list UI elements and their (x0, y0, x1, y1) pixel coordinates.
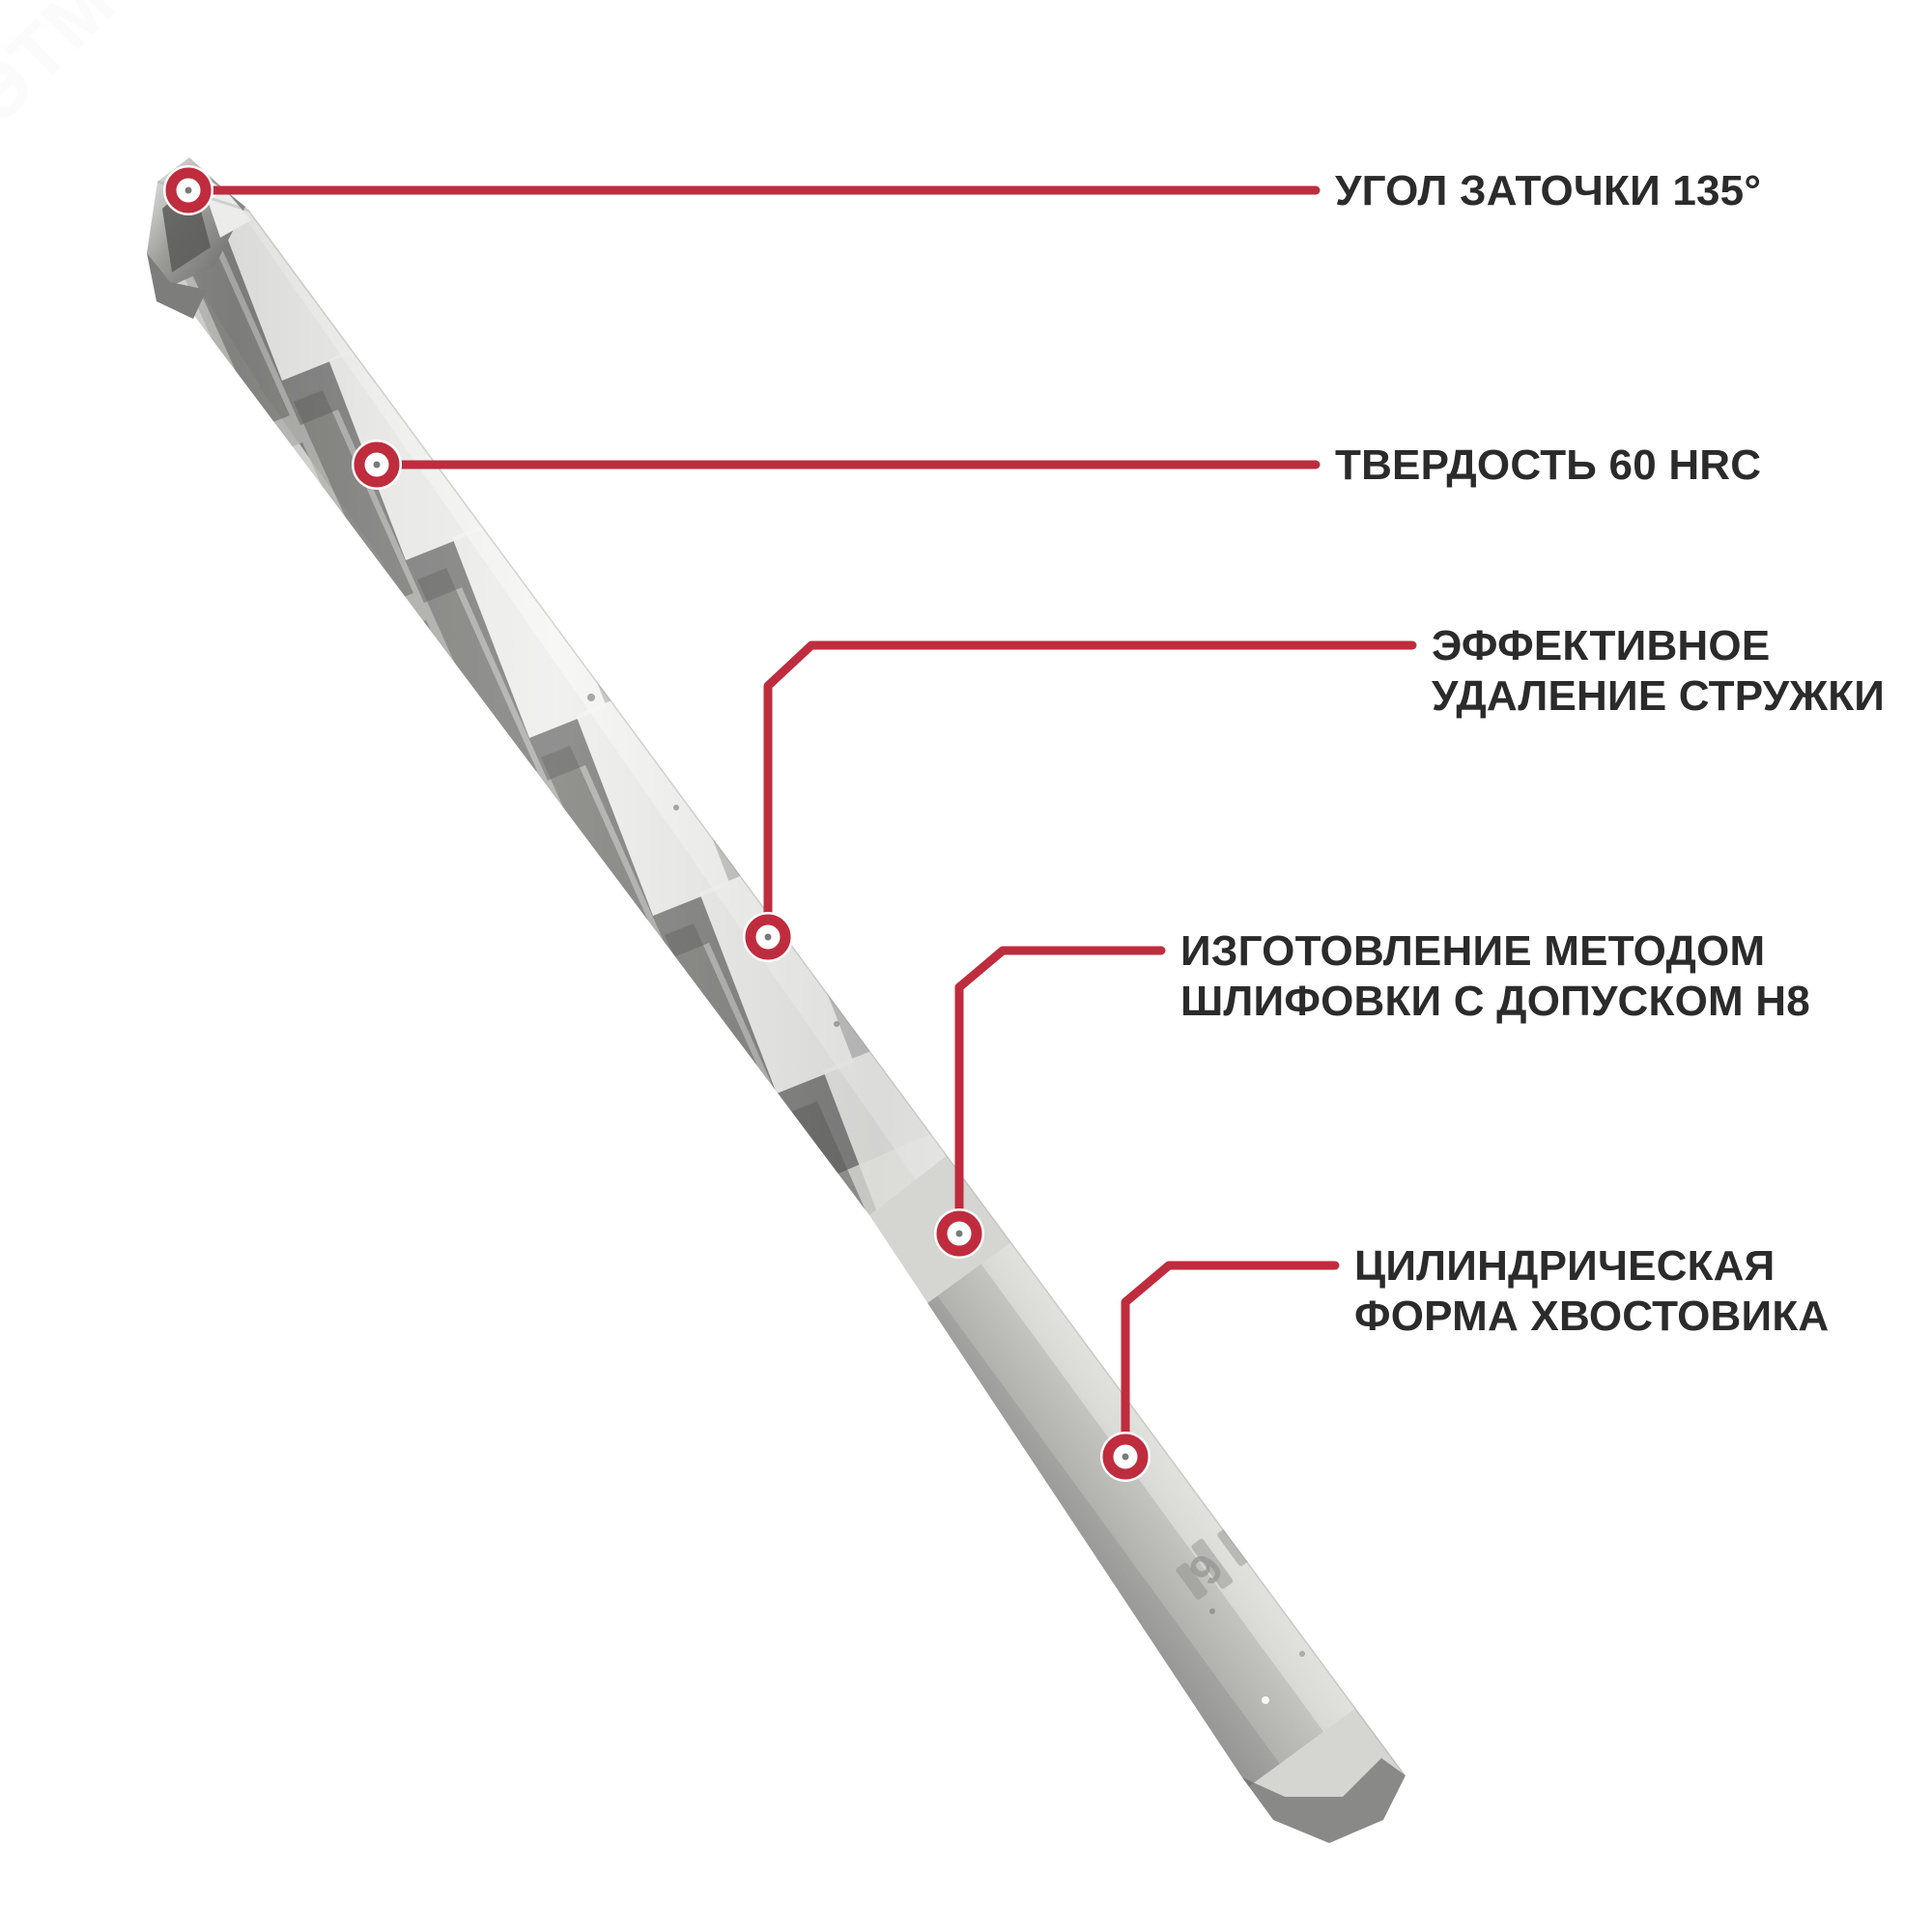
callout-label-line: ИЗГОТОВЛЕНИЕ МЕТОДОМ (1180, 927, 1766, 975)
callout-marker-chip-removal[interactable] (743, 912, 793, 962)
callout-marker-hardness[interactable] (352, 440, 402, 490)
callout-label-line: УГОЛ ЗАТОЧКИ 135° (1335, 167, 1762, 214)
callout-label-line: ФОРМА ХВОСТОВИКА (1354, 1292, 1830, 1340)
callout-leader-line-grinding-tolerance (954, 946, 1166, 1219)
callout-label-line: ШЛИФОВКИ С ДОПУСКОМ H8 (1180, 977, 1810, 1025)
callout-label-line: ЦИЛИНДРИЧЕСКАЯ (1354, 1242, 1776, 1290)
callout-label-grinding-angle: УГОЛ ЗАТОЧКИ 135° (1335, 166, 1761, 216)
callout-label-line: ЭФФЕКТИВНОЕ (1432, 622, 1771, 669)
callout-marker-cylindrical-shank[interactable] (1100, 1432, 1151, 1482)
callout-leader-line-cylindrical-shank (1121, 1261, 1340, 1442)
callout-label-line: УДАЛЕНИЕ СТРУЖКИ (1432, 671, 1886, 720)
callout-label-hardness: ТВЕРДОСТЬ 60 HRC (1335, 440, 1761, 491)
callout-label-line: ТВЕРДОСТЬ 60 HRC (1335, 441, 1762, 489)
callout-leader-line-chip-removal (763, 640, 1417, 923)
callout-marker-grinding-angle[interactable] (163, 165, 213, 215)
callout-marker-grinding-tolerance[interactable] (934, 1208, 984, 1259)
